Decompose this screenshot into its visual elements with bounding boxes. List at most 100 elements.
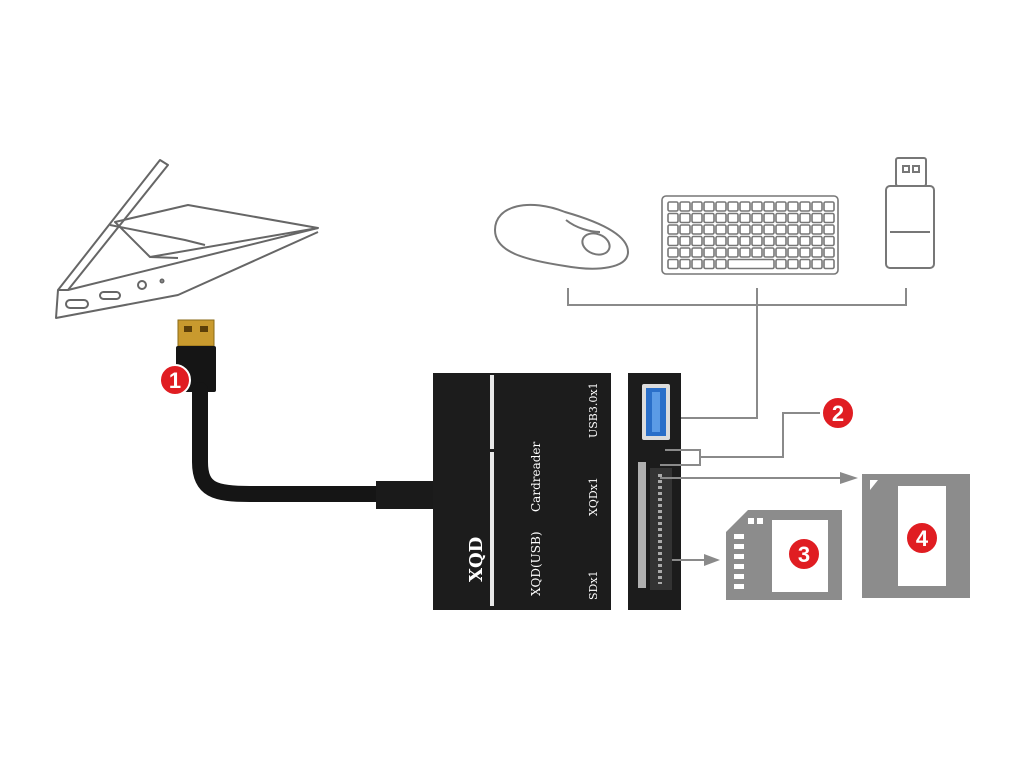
card-reader-side	[628, 373, 681, 610]
model-line-label: XQD(USB)	[529, 531, 543, 596]
product-label: Cardreader	[529, 441, 543, 512]
keyboard-key	[703, 201, 715, 212]
keyboard-key	[667, 235, 679, 247]
keyboard-key	[811, 212, 823, 224]
keyboard-key	[751, 224, 763, 235]
xqd-slot	[638, 462, 646, 588]
peripheral-connector-lines	[567, 288, 907, 419]
keyboard-key	[763, 201, 775, 212]
port-leader-lines	[660, 412, 840, 561]
keyboard-key	[763, 235, 775, 247]
mouse-icon	[493, 203, 630, 270]
keyboard-key	[715, 201, 727, 212]
port-usb-label: USB3.0x1	[587, 382, 600, 438]
keyboard-key	[787, 235, 799, 247]
keyboard-key	[703, 224, 715, 235]
keyboard-key	[667, 224, 679, 235]
keyboard-key	[703, 235, 715, 247]
keyboard-key	[763, 247, 775, 258]
keyboard-key	[691, 258, 703, 270]
keyboard-key	[727, 235, 739, 247]
marker-3: 3	[787, 537, 821, 571]
keyboard-key	[775, 201, 787, 212]
keyboard-key	[679, 247, 691, 258]
keyboard-key	[739, 235, 751, 247]
keyboard-key	[751, 247, 763, 258]
keyboard-key	[679, 201, 691, 212]
sd-slot	[650, 468, 672, 590]
keyboard-key	[823, 201, 835, 212]
svg-text:4: 4	[916, 526, 929, 551]
marker-4: 4	[905, 521, 939, 555]
keyboard-icon	[661, 195, 839, 275]
keyboard-key	[787, 212, 799, 224]
keyboard-key	[751, 201, 763, 212]
keyboard-key	[811, 224, 823, 235]
keyboard-key	[667, 201, 679, 212]
keyboard-key	[799, 258, 811, 270]
keyboard-key	[751, 212, 763, 224]
keyboard-key	[811, 247, 823, 258]
keyboard-key	[679, 235, 691, 247]
keyboard-key	[775, 247, 787, 258]
marker-2: 2	[821, 396, 855, 430]
arrow-heads	[704, 472, 858, 566]
keyboard-key	[799, 201, 811, 212]
usb-flash-drive-icon	[885, 157, 935, 269]
keyboard-key	[775, 224, 787, 235]
keyboard-key	[799, 235, 811, 247]
keyboard-key	[679, 258, 691, 270]
keyboard-key	[727, 201, 739, 212]
keyboard-key	[775, 212, 787, 224]
keyboard-key	[763, 212, 775, 224]
keyboard-key	[667, 247, 679, 258]
keyboard-key	[667, 258, 679, 270]
keyboard-key	[811, 235, 823, 247]
keyboard-key	[667, 212, 679, 224]
keyboard-key	[739, 201, 751, 212]
keyboard-key	[703, 247, 715, 258]
keyboard-key	[703, 212, 715, 224]
port-sd-label: SDx1	[587, 570, 600, 600]
keyboard-key	[691, 201, 703, 212]
keyboard-key	[691, 212, 703, 224]
keyboard-key	[739, 224, 751, 235]
keyboard-key	[703, 258, 715, 270]
keyboard-key	[787, 201, 799, 212]
card-reader-body: XQD XQD(USB) Cardreader USB3.0x1 XQDx1 S…	[433, 373, 611, 610]
keyboard-key	[787, 258, 799, 270]
keyboard-key	[775, 235, 787, 247]
svg-text:2: 2	[832, 401, 844, 426]
keyboard-key	[715, 235, 727, 247]
usb-port	[642, 384, 670, 440]
keyboard-key	[811, 258, 823, 270]
keyboard-key	[823, 212, 835, 224]
keyboard-key	[763, 224, 775, 235]
keyboard-key	[691, 235, 703, 247]
keyboard-key	[787, 247, 799, 258]
keyboard-key	[715, 258, 727, 270]
keyboard-key	[715, 212, 727, 224]
keyboard-key	[739, 212, 751, 224]
keyboard-key	[823, 258, 835, 270]
cable	[192, 382, 434, 509]
keyboard-key	[691, 224, 703, 235]
keyboard-key	[691, 247, 703, 258]
keyboard-key	[811, 201, 823, 212]
marker-1: 1	[159, 364, 191, 396]
keyboard-key	[727, 212, 739, 224]
port-xqd-label: XQDx1	[587, 477, 600, 516]
keyboard-key	[799, 212, 811, 224]
keyboard-key	[739, 247, 751, 258]
keyboard-key	[751, 235, 763, 247]
keyboard-key	[727, 247, 739, 258]
laptop-icon	[55, 159, 319, 319]
keyboard-key	[679, 224, 691, 235]
keyboard-key	[823, 224, 835, 235]
keyboard-key	[727, 258, 775, 270]
keyboard-key	[823, 247, 835, 258]
svg-text:3: 3	[798, 542, 810, 567]
keyboard-key	[823, 235, 835, 247]
brand-logo: XQD	[466, 537, 487, 582]
